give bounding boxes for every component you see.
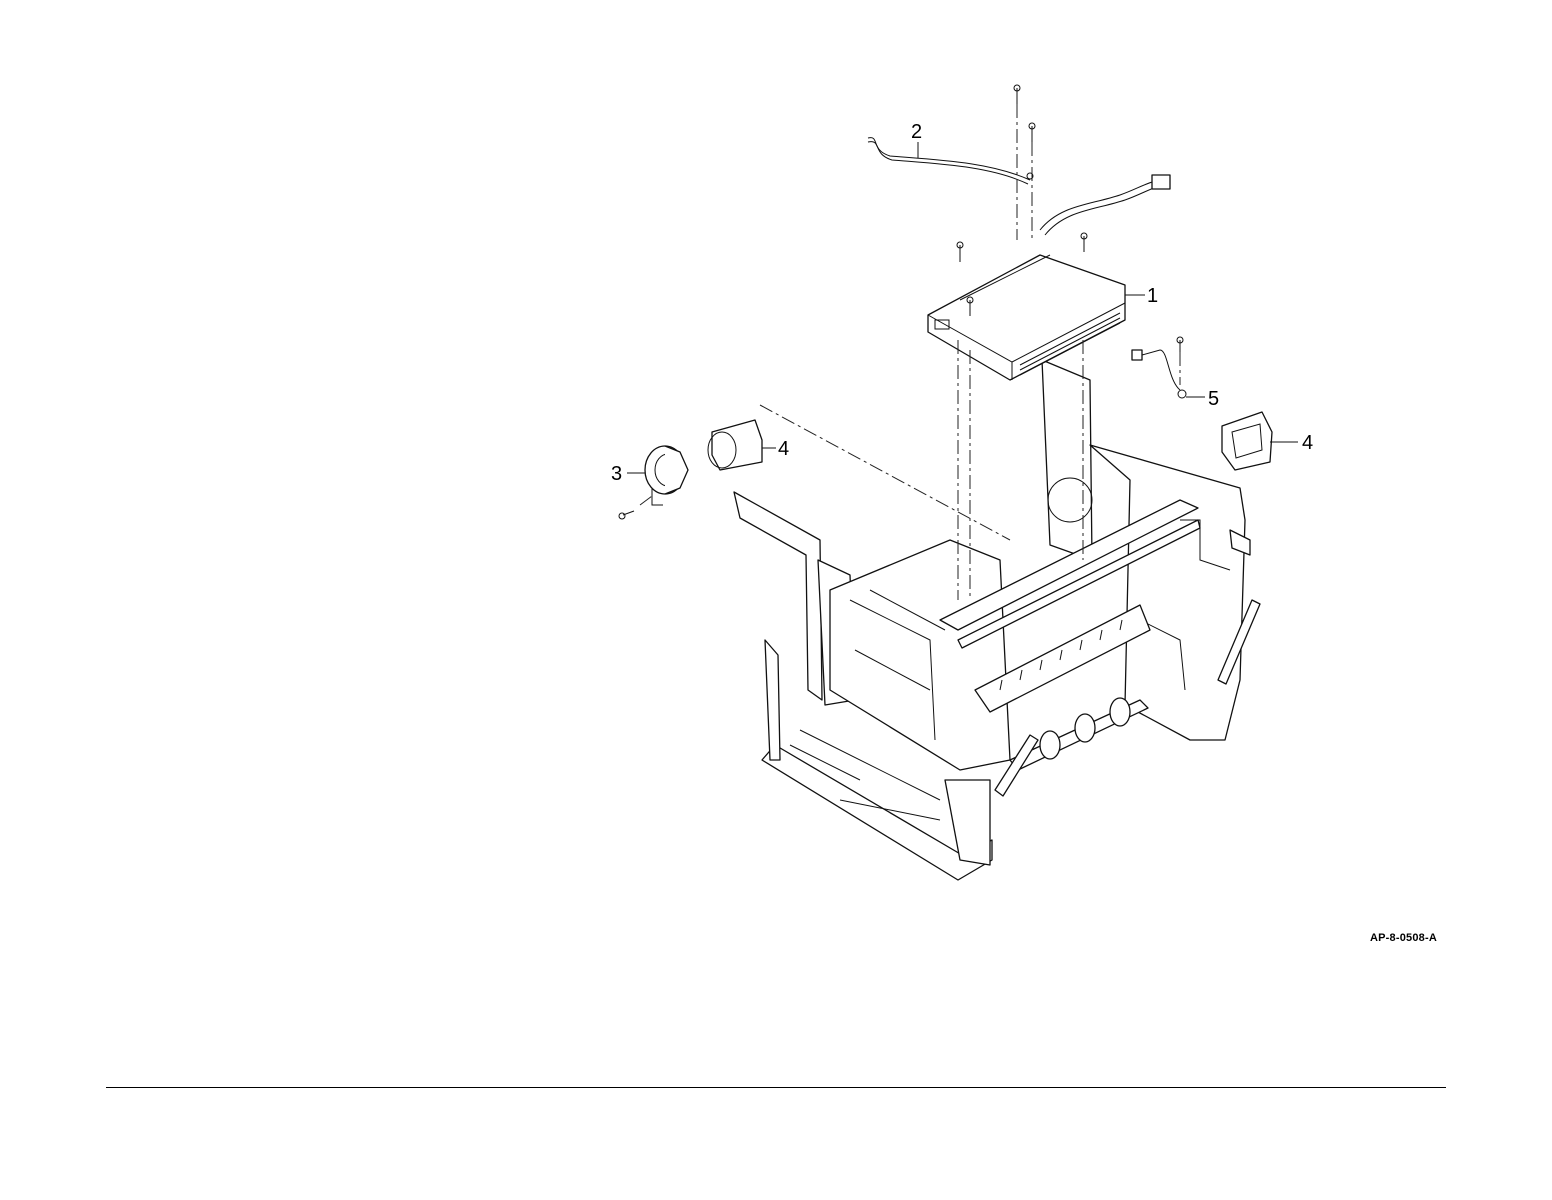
drawing-reference-id: AP-8-0508-A [1370, 932, 1437, 944]
part-4-duct-left [708, 420, 762, 470]
printer-frame [734, 360, 1260, 880]
assembly-lines [640, 104, 1180, 600]
part-2-wire-harness [868, 138, 1170, 235]
part-1-power-unit [928, 255, 1125, 380]
callout-4-right: 4 [1302, 432, 1313, 454]
callout-4-left: 4 [778, 438, 789, 460]
part-4-duct-right [1222, 412, 1272, 470]
callout-2: 2 [911, 121, 922, 143]
footer-divider [106, 1087, 1446, 1088]
part-5-harness [1132, 350, 1186, 398]
callout-1: 1 [1147, 285, 1158, 307]
part-3-fan [645, 446, 688, 505]
callout-3: 3 [611, 463, 622, 485]
callout-5: 5 [1208, 388, 1219, 410]
